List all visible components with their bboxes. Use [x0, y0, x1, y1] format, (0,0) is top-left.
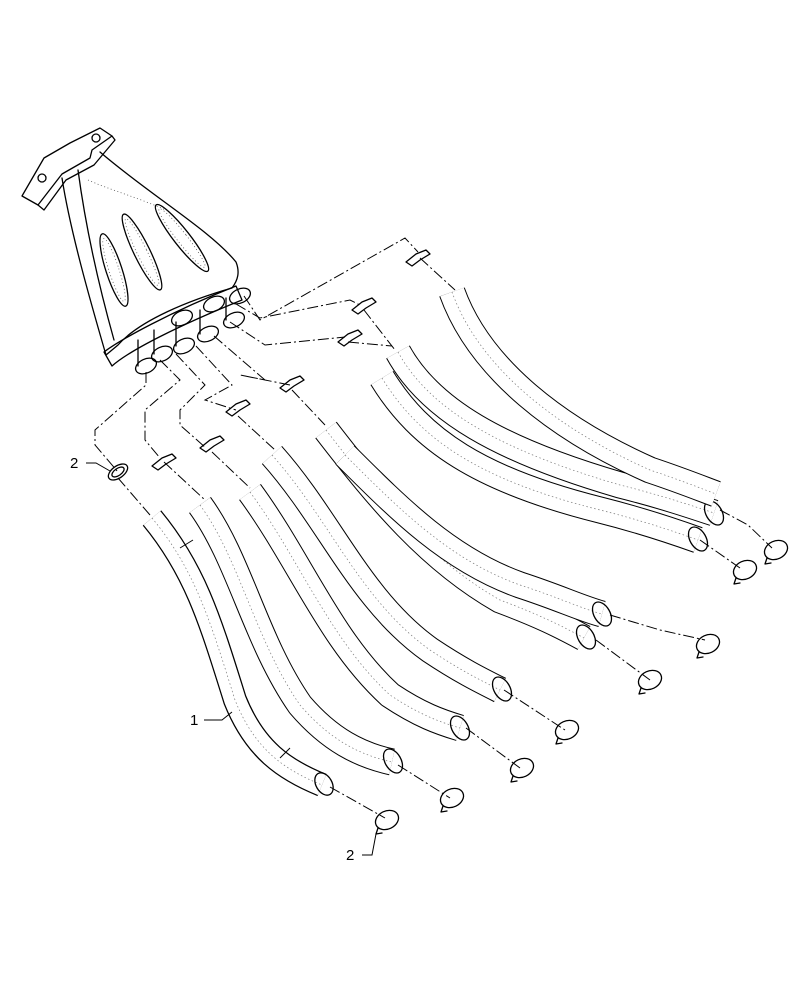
- fitting-4: [279, 375, 305, 393]
- hoses: [188, 287, 725, 776]
- fitting-1: [151, 453, 177, 471]
- clamp-top-callout-label: 2: [70, 455, 78, 472]
- fitting-6: [351, 297, 377, 315]
- hose-8: [386, 345, 725, 526]
- hose-7: [370, 370, 709, 553]
- hose-callout: 1: [190, 711, 233, 729]
- hose-6: [335, 445, 613, 628]
- clamp-bottom-5: [637, 669, 663, 695]
- clamp-bottom-callout-label: 2: [346, 847, 354, 864]
- clamp-top-callout: 2: [70, 455, 111, 472]
- clamp-bottom-callout: 2: [346, 833, 377, 864]
- hose-4: [261, 446, 513, 703]
- hose-callout-label: 1: [190, 712, 198, 729]
- clamp-bottom-6: [695, 633, 721, 659]
- clamp-bottom-1: [374, 809, 400, 835]
- hose-3: [239, 484, 471, 741]
- manifold-assembly: [21, 127, 252, 375]
- callouts: 1 2 2: [70, 455, 377, 864]
- fitting-7: [405, 249, 431, 267]
- hose-clamps: [107, 463, 789, 835]
- clamp-bottom-7: [732, 559, 758, 585]
- fitting-2: [199, 435, 225, 453]
- hose-item-1: [142, 510, 334, 797]
- centerlines: [94, 237, 773, 819]
- fitting-5: [337, 329, 363, 347]
- clamp-top-left: [107, 463, 129, 481]
- clamp-bottom-8: [763, 539, 789, 565]
- clamp-bottom-4: [554, 719, 580, 745]
- clamp-bottom-3: [509, 757, 535, 783]
- hose-2: [188, 497, 404, 776]
- fitting-3: [225, 399, 251, 417]
- fittings: [151, 249, 431, 471]
- clamp-bottom-2: [439, 787, 465, 813]
- hose-9: [439, 287, 721, 507]
